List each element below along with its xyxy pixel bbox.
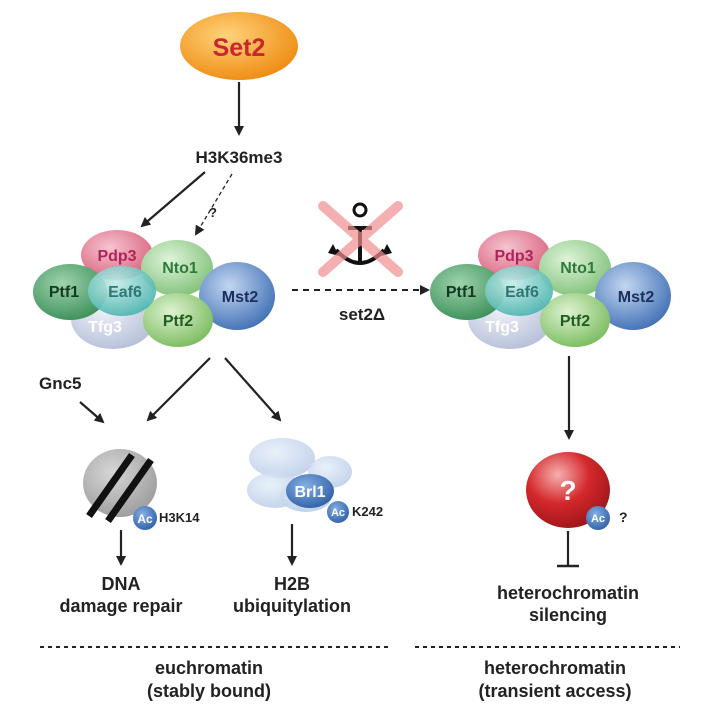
- ptf1-label: Ptf1: [49, 284, 79, 301]
- acetyl-badge: [327, 501, 349, 523]
- mst2-label: Mst2: [618, 289, 655, 306]
- mst2-subunit: [595, 262, 671, 330]
- k242-label: K242: [352, 504, 383, 519]
- mst2-label: Mst2: [222, 289, 259, 306]
- euchromatin-line2: (stably bound): [147, 681, 271, 701]
- pdp3-label: Pdp3: [494, 248, 533, 265]
- unknown-target-label: ?: [559, 475, 576, 506]
- set2-deletion-label: set2Δ: [339, 305, 385, 324]
- unknown-target-node: ? Ac ?: [526, 452, 628, 530]
- pdp3-label: Pdp3: [97, 248, 136, 265]
- complex-left: Pdp3 Nto1 Ptf1 Eaf6 Mst2 Tfg3 Ptf2: [33, 230, 275, 349]
- silencing-line2: silencing: [529, 605, 607, 625]
- brl1-node: Brl1 Ac K242: [247, 438, 383, 523]
- nto1-subunit: [539, 240, 611, 296]
- acetyl-label: Ac: [137, 512, 153, 526]
- nto1-label: Nto1: [162, 260, 198, 277]
- ptf2-label: Ptf2: [163, 313, 193, 330]
- arrow-gnc5-to-histone: [79, 401, 105, 424]
- silencing-line1: heterochromatin: [497, 583, 639, 603]
- h2b-line1: H2B: [274, 574, 310, 594]
- acetyl-label: Ac: [591, 513, 605, 525]
- cross-icon: [318, 201, 403, 277]
- ptf2-label: Ptf2: [560, 313, 590, 330]
- dashed-arrow-mark-to-complex: [194, 173, 233, 236]
- h3k36me3-label: H3K36me3: [196, 148, 283, 167]
- ptf2-subunit: [143, 293, 213, 347]
- dna-repair-line1: DNA: [102, 574, 141, 594]
- gnc5-label: Gnc5: [39, 374, 82, 393]
- set2-label: Set2: [213, 34, 266, 62]
- heterochromatin-line2: (transient access): [478, 681, 631, 701]
- arrow-mark-to-complex: [140, 171, 206, 228]
- heterochromatin-line1: heterochromatin: [484, 658, 626, 678]
- ptf1-subunit: [33, 264, 107, 320]
- unknown-site-label: ?: [619, 509, 628, 525]
- pdp3-subunit: [81, 230, 153, 280]
- ptf2-subunit: [540, 293, 610, 347]
- ptf1-label: Ptf1: [446, 284, 476, 301]
- nto1-label: Nto1: [560, 260, 596, 277]
- eaf6-subunit: [88, 266, 156, 316]
- mst2-subunit: [199, 262, 275, 330]
- arrow-complex-to-histone: [146, 357, 211, 422]
- eaf6-label: Eaf6: [505, 284, 539, 301]
- nto1-subunit: [141, 240, 213, 296]
- acetyl-badge: [586, 506, 610, 530]
- complex-right: Pdp3 Nto1 Ptf1 Eaf6 Mst2 Tfg3 Ptf2: [430, 230, 671, 349]
- acetyl-badge: [133, 506, 157, 530]
- unknown-link-mark: ?: [209, 205, 217, 220]
- brl1-label: Brl1: [294, 484, 325, 501]
- h2b-line2: ubiquitylation: [233, 596, 351, 616]
- set2-node: Set2: [180, 12, 298, 80]
- nucleosome: Ac H3K14: [83, 449, 200, 530]
- tfg3-label: Tfg3: [485, 319, 519, 336]
- h3k14-label: H3K14: [159, 510, 200, 525]
- acetyl-label: Ac: [331, 507, 345, 519]
- pdp3-subunit: [478, 230, 550, 280]
- euchromatin-line1: euchromatin: [155, 658, 263, 678]
- tfg3-label: Tfg3: [88, 319, 122, 336]
- dna-repair-line2: damage repair: [59, 596, 182, 616]
- ptf1-subunit: [430, 264, 504, 320]
- eaf6-label: Eaf6: [108, 284, 142, 301]
- eaf6-subunit: [485, 266, 553, 316]
- arrow-complex-to-brl1: [224, 357, 282, 422]
